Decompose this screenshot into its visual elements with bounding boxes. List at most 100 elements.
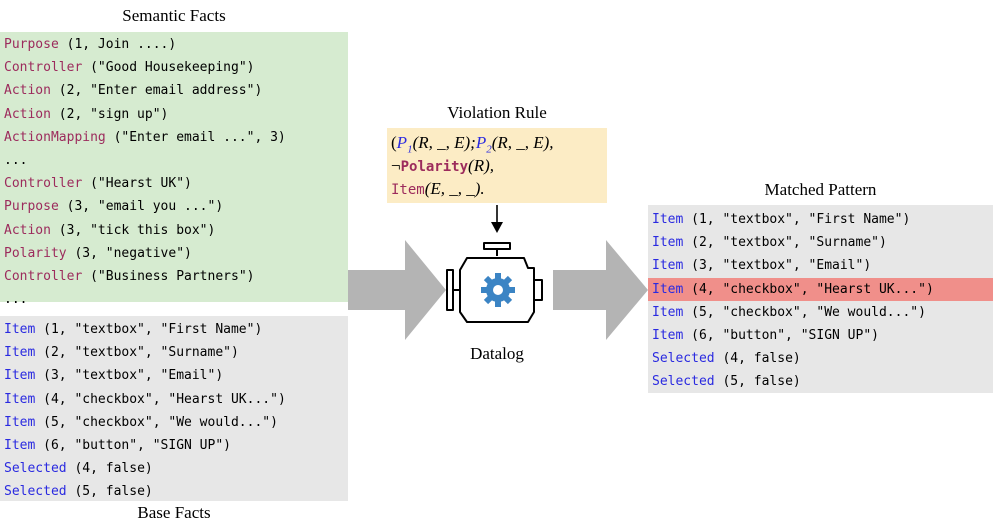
- fact-line: Selected (5, false): [648, 370, 993, 393]
- fact-args: (3, "email you ..."): [58, 199, 224, 215]
- fact-line: Action (2, "Enter email address"): [0, 79, 348, 102]
- fact-predicate: Purpose: [4, 199, 59, 215]
- violation-rule-title: Violation Rule: [447, 103, 547, 122]
- fact-args: (5, "checkbox", "We would..."): [35, 414, 278, 430]
- fact-args: ...: [4, 152, 28, 168]
- fact-args: (1, Join ....): [58, 37, 177, 52]
- fact-line: Item (5, "checkbox", "We would..."): [0, 411, 348, 434]
- fact-predicate: Item: [652, 281, 684, 297]
- flow-arrow-right: [553, 240, 648, 340]
- fact-predicate: Action: [4, 83, 51, 99]
- fact-predicate: Item: [652, 212, 684, 227]
- fact-args: (4, "checkbox", "Hearst UK..."): [683, 281, 934, 297]
- fact-line: Item (3, "textbox", "Email"): [0, 364, 348, 387]
- matched-pattern-box: Item (1, "textbox", "First Name")Item (2…: [648, 205, 993, 393]
- fact-predicate: Item: [4, 322, 36, 337]
- fact-line: Item (4, "checkbox", "Hearst UK..."): [0, 388, 348, 411]
- rule-negation: ¬: [391, 156, 401, 175]
- fact-predicate: Item: [4, 368, 36, 384]
- fact-args: ("Hearst UK"): [82, 176, 192, 192]
- rule-line-1: (P1(R, _, E);P2(R, _, E),: [391, 131, 603, 156]
- rule-item: Item: [391, 182, 425, 198]
- fact-line: ...: [0, 149, 348, 172]
- fact-predicate: Item: [4, 414, 36, 430]
- rule-line-3: Item(E, _, _).: [391, 177, 603, 200]
- flow-arrow-left: [348, 240, 446, 340]
- fact-line: ...: [0, 288, 348, 311]
- fact-args: (2, "textbox", "Surname"): [35, 345, 239, 361]
- fact-line: Item (1, "textbox", "First Name"): [648, 208, 993, 231]
- rule-to-engine-arrowhead: [491, 222, 503, 233]
- fact-args: (5, false): [714, 374, 801, 390]
- fact-predicate: Selected: [652, 374, 715, 390]
- fact-args: (3, "tick this box"): [50, 222, 216, 238]
- fact-predicate: Controller: [4, 268, 83, 284]
- fact-args: (6, "button", "SIGN UP"): [683, 327, 879, 343]
- rule-p1: P1: [396, 133, 413, 156]
- rule-p2-args: (R, _, E),: [491, 133, 554, 152]
- semantic-facts-box: Purpose (1, Join ....) Controller ("Good …: [0, 32, 348, 307]
- fact-line: Purpose (3, "email you ..."): [0, 195, 348, 218]
- fact-predicate: Item: [4, 391, 36, 407]
- fact-args: (2, "textbox", "Surname"): [683, 235, 887, 251]
- fact-line: Item (2, "textbox", "Surname"): [648, 231, 993, 254]
- fact-predicate: Item: [652, 235, 684, 251]
- fact-args: (3, "textbox", "Email"): [35, 368, 224, 384]
- fact-args: (5, "checkbox", "We would..."): [683, 304, 926, 320]
- rule-polarity-args: (R),: [468, 156, 494, 175]
- fact-line: Item (6, "button", "SIGN UP"): [0, 434, 348, 457]
- fact-predicate: Selected: [4, 461, 67, 477]
- fact-args: ("Enter email ...", 3): [105, 129, 286, 145]
- rule-item-args: (E, _, _).: [424, 179, 485, 198]
- rule-p2: P2: [475, 133, 492, 156]
- fact-args: (6, "button", "SIGN UP"): [35, 437, 231, 453]
- rule-line-2: ¬Polarity(R),: [391, 154, 603, 177]
- fact-args: (4, false): [66, 461, 153, 477]
- fact-predicate: Purpose: [4, 37, 59, 52]
- semantic-facts-title: Semantic Facts: [122, 6, 226, 25]
- fact-line: Controller ("Hearst UK"): [0, 172, 348, 195]
- fact-predicate: Controller: [4, 176, 83, 192]
- fact-args: (5, false): [66, 484, 153, 500]
- fact-args: ...: [4, 292, 28, 308]
- fact-args: (1, "textbox", "First Name"): [35, 322, 263, 337]
- fact-line: Action (3, "tick this box"): [0, 219, 348, 242]
- gear-icon: [481, 273, 515, 307]
- fact-line: Item (1, "textbox", "First Name"): [0, 318, 348, 341]
- fact-predicate: ActionMapping: [4, 129, 106, 145]
- fact-line: ActionMapping ("Enter email ...", 3): [0, 126, 348, 149]
- fact-args: (4, "checkbox", "Hearst UK..."): [35, 391, 286, 407]
- fact-line: Selected (5, false): [0, 480, 348, 503]
- rule-polarity: Polarity: [400, 159, 469, 175]
- fact-predicate: Polarity: [4, 245, 67, 261]
- fact-args: (2, "Enter email address"): [50, 83, 263, 99]
- fact-predicate: Item: [4, 345, 36, 361]
- fact-predicate: Selected: [652, 351, 715, 367]
- rule-open-paren: (: [391, 133, 397, 152]
- fact-line: Action (2, "sign up"): [0, 103, 348, 126]
- fact-args: ("Good Housekeeping"): [82, 60, 255, 76]
- base-facts-box: Item (1, "textbox", "First Name")Item (2…: [0, 316, 348, 501]
- fact-line: Item (3, "textbox", "Email"): [648, 254, 993, 277]
- fact-line: Item (5, "checkbox", "We would..."): [648, 301, 993, 324]
- fact-line: Selected (4, false): [648, 347, 993, 370]
- datalog-label: Datalog: [470, 344, 524, 363]
- fact-predicate: Item: [652, 304, 684, 320]
- fact-predicate: Item: [652, 327, 684, 343]
- violation-rule-box: (P1(R, _, E);P2(R, _, E), ¬Polarity(R), …: [387, 128, 607, 203]
- fact-predicate: Selected: [4, 484, 67, 500]
- matched-pattern-title: Matched Pattern: [764, 180, 877, 199]
- fact-args: ("Business Partners"): [82, 268, 255, 284]
- fact-line: Selected (4, false): [0, 457, 348, 480]
- fact-args: (2, "sign up"): [50, 106, 169, 122]
- rule-p1-args: (R, _, E);: [412, 133, 476, 152]
- fact-predicate: Item: [4, 437, 36, 453]
- fact-line: Controller ("Business Partners"): [0, 265, 348, 288]
- base-facts-title: Base Facts: [137, 503, 211, 522]
- fact-line: Item (6, "button", "SIGN UP"): [648, 324, 993, 347]
- fact-predicate: Action: [4, 222, 51, 238]
- fact-predicate: Item: [652, 258, 684, 274]
- fact-args: (4, false): [714, 351, 801, 367]
- fact-args: (3, "negative"): [66, 245, 192, 261]
